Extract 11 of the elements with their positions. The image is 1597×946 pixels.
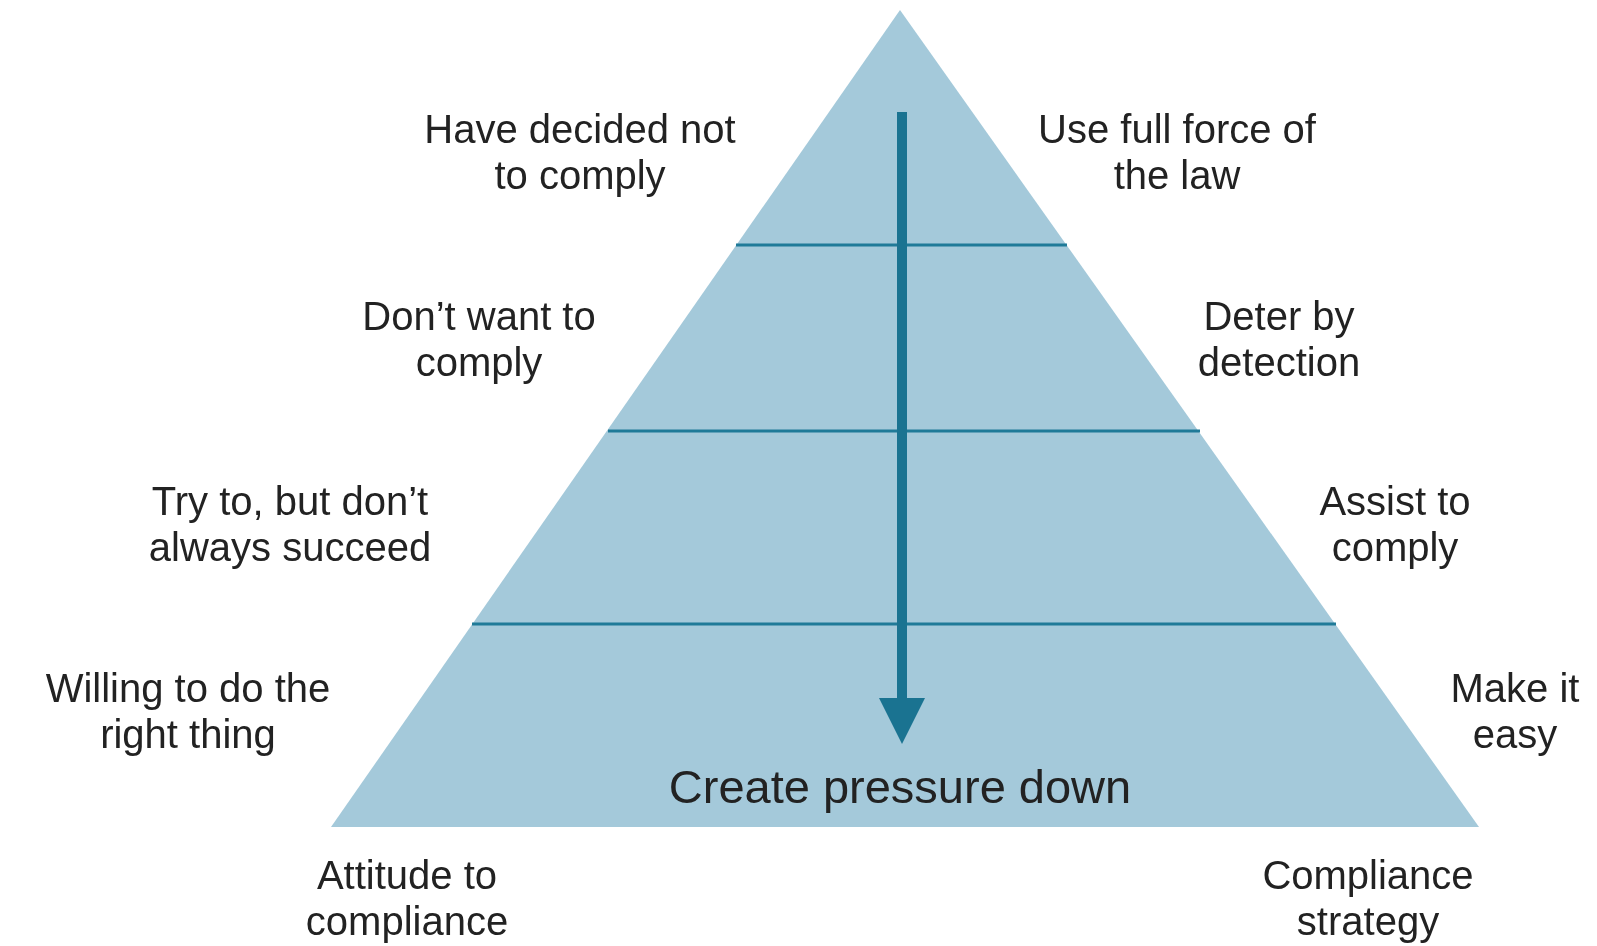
axis-title: Compliance strategy <box>1261 852 1475 944</box>
tier-label: Have decided not to comply <box>423 106 737 198</box>
tier-label: Willing to do the right thing <box>44 665 332 757</box>
tier-label: Use full force of the law <box>1037 106 1317 198</box>
axis-title: Attitude to compliance <box>304 852 510 944</box>
tier-label: Deter by detection <box>1196 293 1362 385</box>
tier-label: Don’t want to comply <box>361 293 597 385</box>
tier-label: Try to, but don’t always succeed <box>147 478 433 570</box>
pyramid-caption: Create pressure down <box>667 760 1133 815</box>
tier-label: Assist to comply <box>1318 478 1472 570</box>
tier-label: Make it easy <box>1449 665 1581 757</box>
